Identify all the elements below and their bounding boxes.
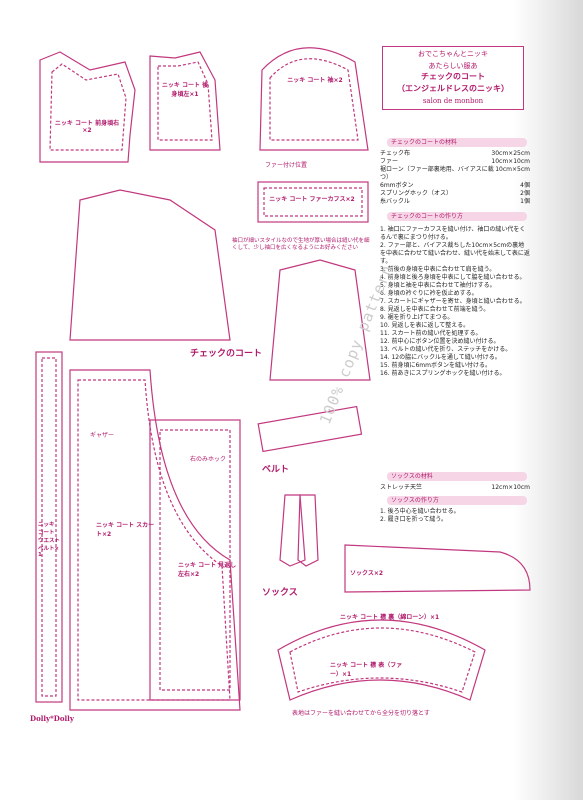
back-body-label: ニッキ コート 後身頃左×1 bbox=[161, 82, 209, 98]
main-title: チェックのコート bbox=[421, 72, 485, 81]
coat-name-label: チェックのコート bbox=[190, 349, 263, 359]
cuff-note: 袖口が細いスタイルなので生地が厚い場合は縫い代を細くして、少し袖口を広くなるよう… bbox=[232, 238, 370, 251]
step: 2. ファー部と、バイアス裁ちした10cm×5cmの裏地を中表に合わせて縫い合わ… bbox=[380, 242, 530, 265]
step: 1. 袖口にファーカフスを縫い付け、袖口の縫い代をくるんで裏にまつり付ける。 bbox=[380, 226, 526, 241]
materials-header: チェックのコートの材料 bbox=[387, 138, 527, 147]
collar-fur-label: ニッキ コート 襟 表（ファー）×1 bbox=[330, 662, 403, 678]
series-title: おでこちゃんとニッキ bbox=[418, 50, 488, 58]
facing-label: ニッキ コート 見返し 左右×2 bbox=[178, 562, 237, 578]
skirt-piece bbox=[69, 369, 241, 711]
step: 9. 裾を折り上げてまつる。 bbox=[380, 314, 454, 321]
step: 16. 前あきにスプリングホックを縫い付ける。 bbox=[380, 370, 506, 377]
belt-illustration bbox=[257, 405, 363, 453]
socks-label: ソックス bbox=[262, 588, 298, 598]
footer-brand: Dolly*Dolly bbox=[30, 714, 74, 723]
main-title-paren: （エンジェルドレスのニッキ） bbox=[397, 84, 509, 93]
fur-cuff-piece bbox=[257, 181, 369, 223]
step: 4. 前身頃と後ろ身頃を中表にして脇を縫い合わせる。 bbox=[380, 274, 526, 281]
step: 14. 12の脇にバックルを通して縫い付ける。 bbox=[380, 354, 501, 361]
material-row: スプリングホック（オス）2個 bbox=[380, 190, 530, 197]
sleeve-piece bbox=[259, 47, 369, 151]
material-row: 裾ローン（ファー部裏地用、バイアスに裁つ）10cm×5cm bbox=[380, 166, 530, 181]
socks-materials-header: ソックスの材料 bbox=[387, 472, 527, 481]
skirt-label: ニッキ コート スカート×2 bbox=[96, 522, 155, 538]
step: 1. 後ろ中心を縫い合わせる。 bbox=[380, 508, 460, 515]
step: 13. ベルトの縫い代を折り、ステッチをかける。 bbox=[380, 346, 512, 353]
step: 3. 前後の身頃を中表に合わせて肩を縫う。 bbox=[380, 266, 496, 273]
fur-cuff-label: ニッキ コート ファーカフス×2 bbox=[269, 196, 355, 203]
coat-illustration bbox=[69, 189, 231, 341]
title-box: おでこちゃんとニッキ あたらしい服あ チェックのコート （エンジェルドレスのニッ… bbox=[382, 46, 524, 110]
collar-note: 表地はファーを縫い合わせてから全分を切り落とす bbox=[292, 710, 430, 717]
front-body-piece bbox=[39, 51, 136, 163]
sleeve-label: ニッキ コート 袖×2 bbox=[287, 77, 343, 84]
step: 5. 身頃と袖を中表に合わせて袖付けする。 bbox=[380, 282, 496, 289]
title-pre: あたらしい服あ bbox=[428, 62, 478, 70]
step: 11. スカート前の縫い代を処理する。 bbox=[380, 330, 482, 337]
step: 10. 見返しを表に返して整える。 bbox=[380, 322, 470, 329]
step: 6. 身頃の衿ぐりに衿を仮止めする。 bbox=[380, 290, 478, 297]
step: 15. 前身頃に6mmボタンを縫い付ける。 bbox=[380, 362, 491, 369]
step: 2. 履き口を折って縫う。 bbox=[380, 516, 447, 523]
steps-list: 1. 袖口にファーカフスを縫い付け、袖口の縫い代をくるんで裏にまつり付ける。 2… bbox=[380, 226, 530, 378]
waist-belt-label: ニッキ コート ウエストベルト×1 bbox=[38, 522, 61, 558]
gather-label: ギャザー bbox=[90, 432, 115, 439]
sock-pattern-piece bbox=[344, 544, 531, 593]
step: 8. 見返しを中表に合わせて前端を縫う。 bbox=[380, 306, 490, 313]
socks-steps: 1. 後ろ中心を縫い合わせる。 2. 履き口を折って縫う。 bbox=[380, 508, 530, 524]
front-body-label: ニッキ コート 前身頃右×2 bbox=[54, 120, 120, 134]
step: 7. スカートにギャザーを寄せ、身頃と縫い合わせる。 bbox=[380, 298, 526, 305]
sock-illustration bbox=[279, 494, 306, 567]
collar-piece bbox=[277, 619, 486, 701]
collar-lawn-label: ニッキ コート 襟 裏（綿ローン）×1 bbox=[340, 614, 440, 621]
fur-pos-label: ファー付け位置 bbox=[265, 162, 308, 169]
coat-illustration-2 bbox=[269, 259, 371, 381]
sock-pattern-label: ソックス×2 bbox=[350, 570, 384, 577]
steps-header: チェックのコートの作り方 bbox=[387, 212, 527, 221]
facing-piece bbox=[149, 419, 241, 701]
brand: salon de monbon bbox=[422, 97, 484, 105]
waist-belt-piece bbox=[35, 351, 63, 703]
right-hook-label: 右のみホック bbox=[190, 456, 227, 463]
belt-label: ベルト bbox=[262, 465, 290, 475]
step: 12. 前中心にボタン位置を決め縫い付ける。 bbox=[380, 338, 500, 345]
socks-steps-header: ソックスの作り方 bbox=[387, 496, 527, 505]
back-body-piece bbox=[149, 51, 221, 151]
